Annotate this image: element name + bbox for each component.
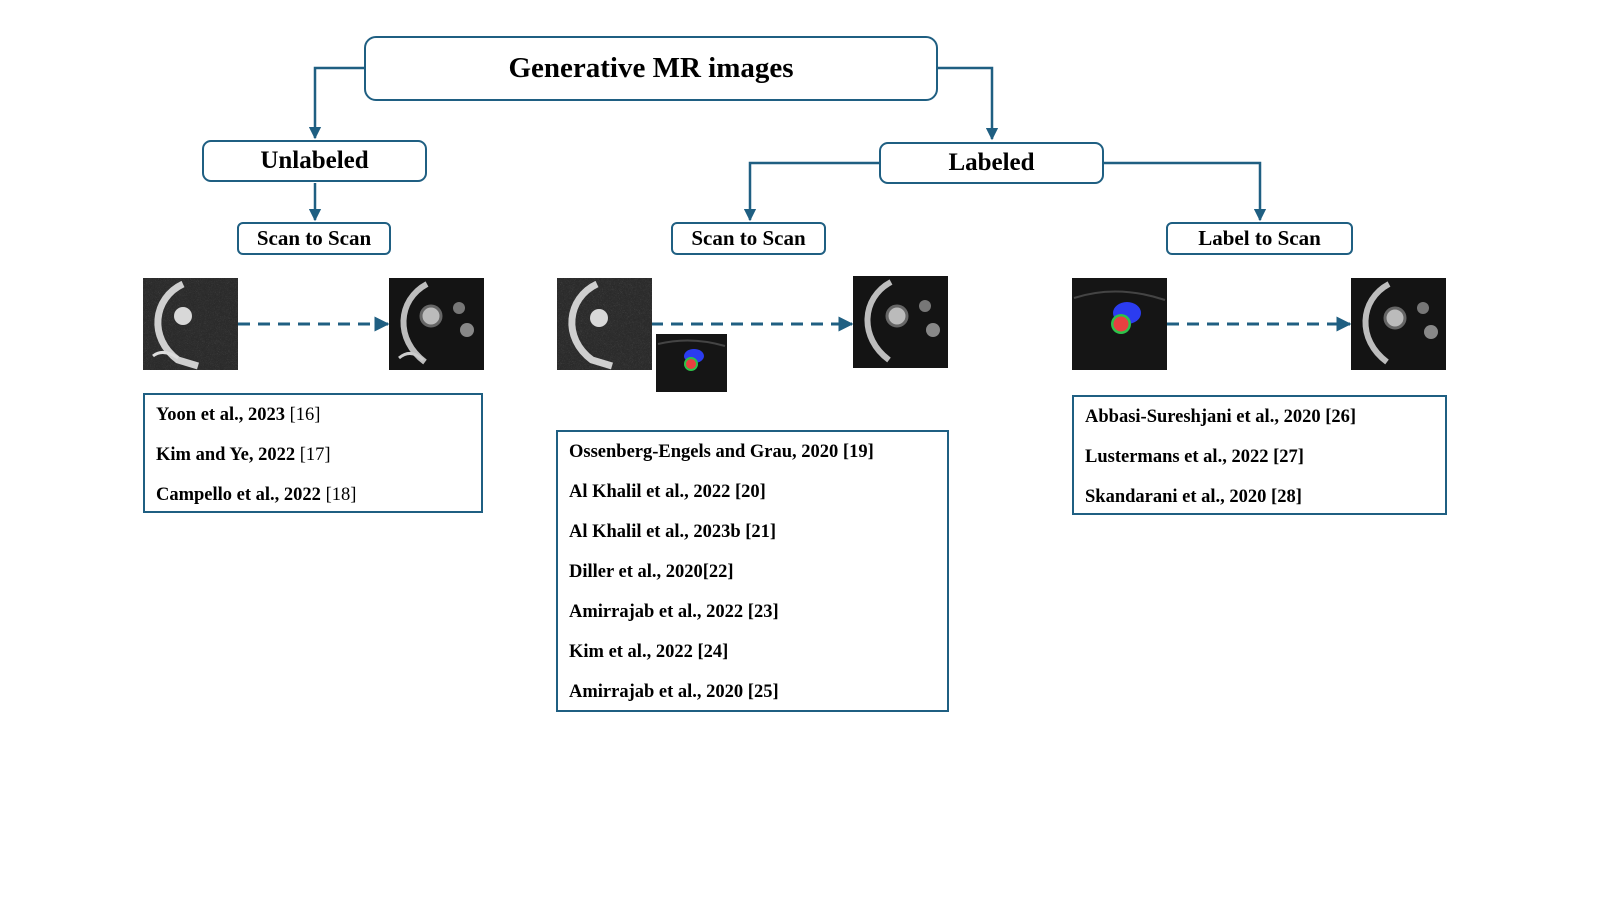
edge-root-unlabeled (308, 66, 364, 140)
clean-mr-scan-image (389, 278, 484, 370)
segmentation-mask-graphic (1072, 278, 1167, 370)
noisy-mr-scan-graphic (143, 278, 238, 370)
clean-mr-scan-graphic (1351, 278, 1446, 370)
noisy-mr-scan-image (557, 278, 652, 370)
noisy-mr-scan-image (143, 278, 238, 370)
labeled-scan-to-scan-label: Scan to Scan (691, 226, 806, 250)
ref-item: Al Khalil et al., 2022 [20] (569, 482, 766, 502)
ref-item: Campello et al., 2022 [18] (156, 485, 357, 505)
ref-item: Yoon et al., 2023 [16] (156, 405, 321, 425)
root-node: Generative MR images (364, 36, 938, 101)
ref-item: Amirrajab et al., 2022 [23] (569, 602, 779, 622)
unlabeled-label: Unlabeled (260, 147, 369, 174)
noisy-mr-scan-graphic (557, 278, 652, 370)
unlabeled-scan-to-scan-label: Scan to Scan (256, 226, 372, 250)
ref-item: Al Khalil et al., 2023b [21] (569, 522, 777, 542)
clean-mr-scan-graphic (389, 278, 484, 370)
unlabeled-refs-box: Yoon et al., 2023 [16] Kim and Ye, 2022 … (143, 393, 483, 513)
root-label: Generative MR images (508, 52, 794, 84)
segmentation-mask-graphic (656, 334, 727, 392)
segmentation-mask-image (1072, 278, 1167, 370)
ref-item: Lustermans et al., 2022 [27] (1085, 447, 1304, 467)
edge-root-labeled (938, 66, 999, 141)
clean-mr-scan-image (853, 276, 948, 368)
edge-labeled-label (1103, 161, 1267, 222)
label-to-scan-label: Label to Scan (1198, 226, 1321, 250)
ref-item: Ossenberg-Engels and Grau, 2020 [19] (569, 442, 874, 462)
label-to-scan-refs-box: Abbasi-Sureshjani et al., 2020 [26] Lust… (1072, 395, 1447, 515)
labeled-scan-refs-box: Ossenberg-Engels and Grau, 2020 [19] Al … (556, 430, 949, 712)
labeled-scan-to-scan-node: Scan to Scan (671, 222, 826, 255)
clean-mr-scan-image (1351, 278, 1446, 370)
labeled-node: Labeled (879, 142, 1104, 184)
ref-item: Kim and Ye, 2022 [17] (156, 445, 331, 465)
labeled-label: Labeled (948, 149, 1035, 176)
label-to-scan-node: Label to Scan (1166, 222, 1353, 255)
ref-item: Diller et al., 2020[22] (569, 562, 734, 582)
ref-item: Kim et al., 2022 [24] (569, 642, 729, 662)
unlabeled-node: Unlabeled (202, 140, 427, 182)
clean-mr-scan-graphic (853, 276, 948, 368)
segmentation-mask-image (656, 334, 727, 392)
ref-item: Abbasi-Sureshjani et al., 2020 [26] (1085, 407, 1357, 427)
ref-item: Amirrajab et al., 2020 [25] (569, 682, 779, 702)
ref-item: Skandarani et al., 2020 [28] (1085, 487, 1302, 507)
unlabeled-scan-to-scan-node: Scan to Scan (237, 222, 391, 255)
edge-labeled-scan (743, 161, 880, 222)
